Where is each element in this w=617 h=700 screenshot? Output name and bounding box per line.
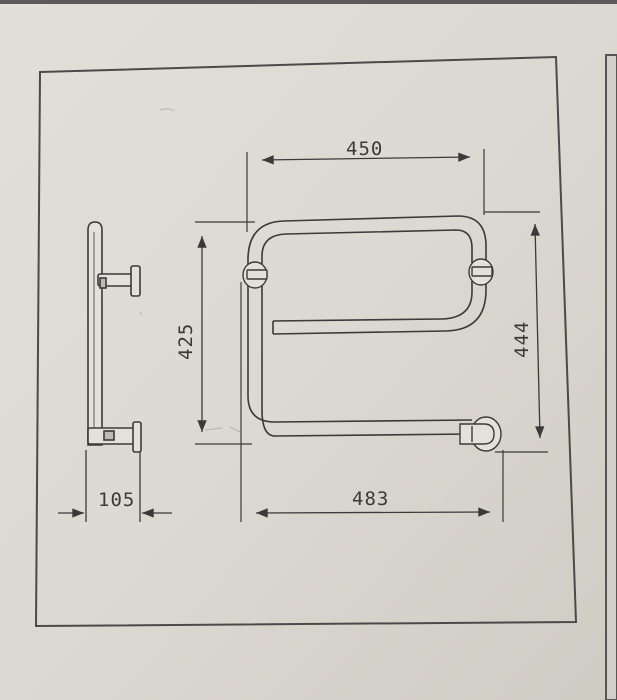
label-483: 483 xyxy=(352,488,389,510)
top-edge xyxy=(0,0,617,4)
dimension-483-line xyxy=(255,507,491,518)
pencil-marks xyxy=(139,108,241,433)
label-105: 105 xyxy=(98,489,135,511)
mount-left xyxy=(242,261,268,289)
dimension-450-line xyxy=(261,152,471,165)
dimension-444-line xyxy=(530,223,545,439)
label-450: 450 xyxy=(346,138,383,160)
mount-bottom xyxy=(459,416,502,452)
towel-rail xyxy=(247,215,487,437)
extension-lines xyxy=(195,149,548,522)
label-444: 444 xyxy=(511,321,533,358)
side-view xyxy=(87,221,142,453)
label-425: 425 xyxy=(175,323,197,360)
dimension-105 xyxy=(58,450,172,522)
drawing-frame xyxy=(34,55,578,628)
mount-right xyxy=(468,258,494,286)
right-panel-edge xyxy=(605,54,617,700)
